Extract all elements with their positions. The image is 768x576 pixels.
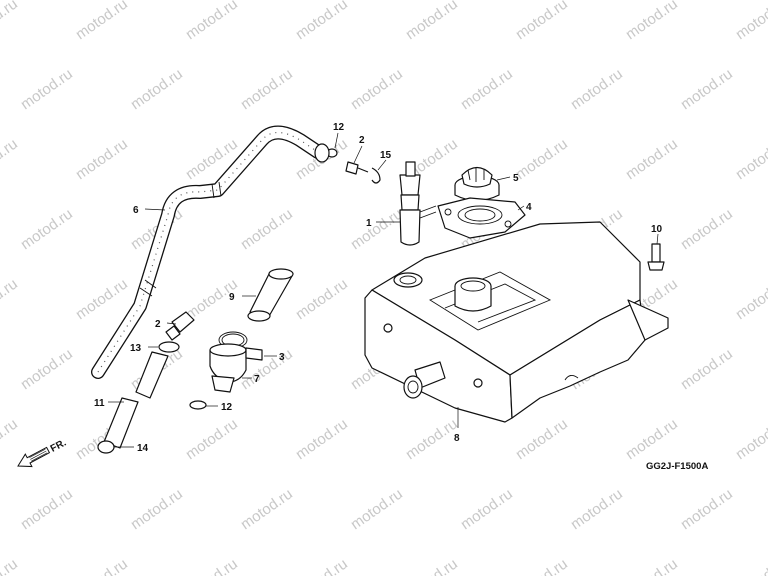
watermark-text: motod.ru xyxy=(458,65,516,113)
watermark-text: motod.ru xyxy=(678,485,736,533)
callout-7: 7 xyxy=(254,374,260,385)
watermark-text: motod.ru xyxy=(733,135,768,183)
watermark-text: motod.ru xyxy=(238,485,296,533)
leader-lines xyxy=(108,132,659,448)
callout-14: 14 xyxy=(137,443,149,454)
watermark-text: motod.ru xyxy=(73,135,131,183)
watermark-text: motod.ru xyxy=(513,0,571,43)
callout-10: 10 xyxy=(651,224,663,235)
watermark-text: motod.ru xyxy=(403,415,461,463)
watermark-text: motod.ru xyxy=(183,415,241,463)
watermark-text: motod.ru xyxy=(183,555,241,576)
watermark-text: motod.ru xyxy=(0,275,21,323)
watermark-text: motod.ru xyxy=(568,485,626,533)
watermark-text: motod.ru xyxy=(568,65,626,113)
watermark-text: motod.ru xyxy=(623,135,681,183)
level-sensor xyxy=(399,161,437,246)
watermark-text: motod.ru xyxy=(293,275,351,323)
watermark-text: motod.ru xyxy=(348,205,406,253)
watermark-text: motod.ru xyxy=(128,485,186,533)
callout-15: 15 xyxy=(380,150,392,161)
callout-2-top: 2 xyxy=(359,135,365,146)
callout-12-bottom: 12 xyxy=(221,402,233,413)
watermark-text: motod.ru xyxy=(238,205,296,253)
watermark-text: motod.ru xyxy=(623,415,681,463)
top-fittings xyxy=(326,148,381,184)
callout-4: 4 xyxy=(526,202,532,213)
callout-12-top: 12 xyxy=(333,122,345,133)
watermark-text: motod.ru xyxy=(18,65,76,113)
watermark-text: motod.ru xyxy=(403,0,461,43)
watermark-text: motod.ru xyxy=(678,345,736,393)
watermark-text: motod.ru xyxy=(403,555,461,576)
watermark-text: motod.ru xyxy=(293,0,351,43)
callout-2-bottom: 2 xyxy=(155,319,161,330)
watermark-text: motod.ru xyxy=(293,415,351,463)
watermark-text: motod.ru xyxy=(238,65,296,113)
watermark-text: motod.ru xyxy=(73,555,131,576)
callout-6: 6 xyxy=(133,205,139,216)
oil-hose xyxy=(91,125,330,379)
watermark-text: motod.ru xyxy=(733,415,768,463)
watermark-text: motod.ru xyxy=(458,485,516,533)
watermark-text: motod.ru xyxy=(293,555,351,576)
callout-3: 3 xyxy=(279,352,285,363)
mounting-bolt xyxy=(647,243,665,271)
watermark-text: motod.ru xyxy=(623,0,681,43)
callout-11: 11 xyxy=(94,398,105,409)
watermark-text: motod.ru xyxy=(183,0,241,43)
watermark-text: motod.ru xyxy=(733,275,768,323)
diagram-code: GG2J-F1500A xyxy=(646,461,708,472)
strainer-assembly xyxy=(189,268,294,410)
front-direction-indicator: FR. xyxy=(17,437,69,468)
watermark-text: motod.ru xyxy=(513,135,571,183)
filler-cap xyxy=(454,166,500,202)
watermark-text: motod.ru xyxy=(0,555,21,576)
watermark-text: motod.ru xyxy=(678,65,736,113)
oil-tank xyxy=(364,221,669,423)
front-label: FR. xyxy=(49,437,69,454)
filler-plate xyxy=(437,197,526,239)
watermark-text: motod.ru xyxy=(18,485,76,533)
watermark-text: motod.ru xyxy=(0,135,21,183)
callout-8: 8 xyxy=(454,433,460,444)
watermark-text: motod.ru xyxy=(0,0,21,43)
callout-labels: 12 2 15 1 5 4 10 6 9 2 13 3 7 12 11 14 8 xyxy=(94,122,663,454)
watermark-text: motod.ru xyxy=(513,555,571,576)
watermark-text: motod.ru xyxy=(733,555,768,576)
watermark-text: motod.ru xyxy=(73,275,131,323)
watermark-text: motod.ru xyxy=(0,415,21,463)
watermark-text: motod.ru xyxy=(18,345,76,393)
watermark-text: motod.ru xyxy=(733,0,768,43)
lower-hose-assembly xyxy=(97,311,195,454)
watermark-text: motod.ru xyxy=(348,65,406,113)
callout-9: 9 xyxy=(229,292,235,303)
callout-1: 1 xyxy=(366,218,372,229)
callout-5: 5 xyxy=(513,173,519,184)
watermark-text: motod.ru xyxy=(18,205,76,253)
watermark-text: motod.ru xyxy=(678,205,736,253)
watermark-text: motod.ru xyxy=(513,415,571,463)
watermark-text: motod.ru xyxy=(73,0,131,43)
watermark-text: motod.ru xyxy=(623,555,681,576)
callout-13: 13 xyxy=(130,343,142,354)
watermark-text: motod.ru xyxy=(128,65,186,113)
watermark-text: motod.ru xyxy=(348,485,406,533)
